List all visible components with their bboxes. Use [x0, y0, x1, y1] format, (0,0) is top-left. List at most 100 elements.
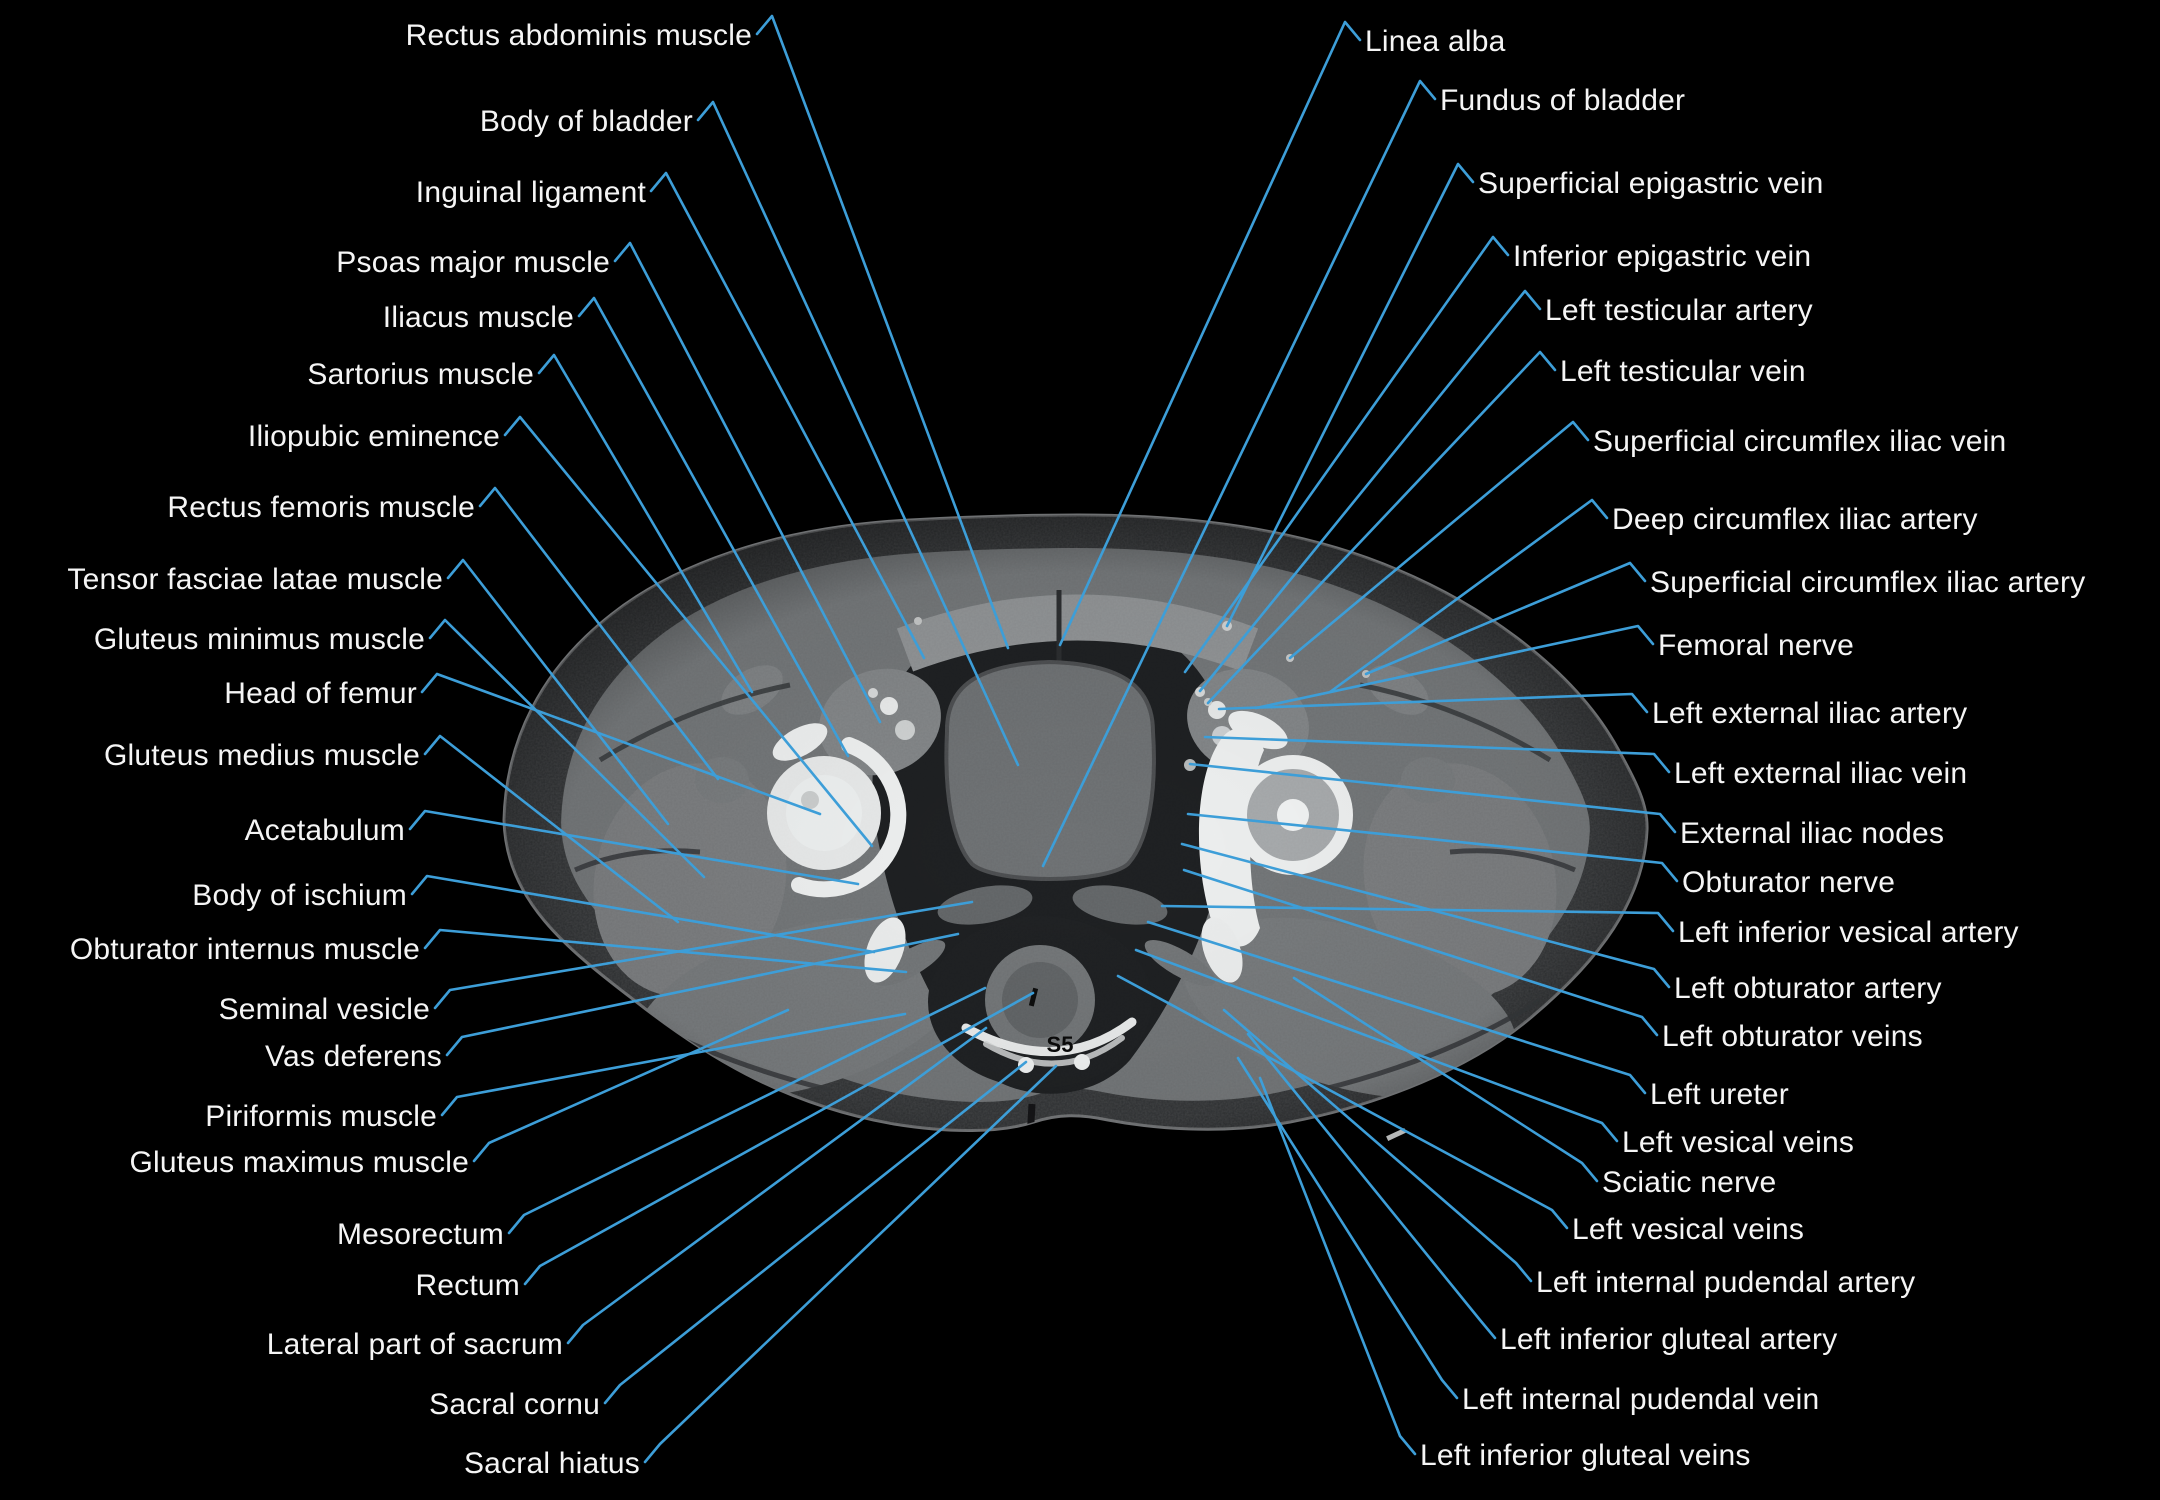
anatomy-label-right-23: Left internal pudendal vein — [1462, 1383, 1820, 1416]
anatomy-label-left-12: Acetabulum — [244, 814, 405, 847]
anatomy-label-right-0: Linea alba — [1365, 25, 1506, 58]
anatomy-label-right-4: Left testicular artery — [1545, 294, 1813, 327]
leader-line-left-19 — [507, 986, 987, 1235]
anatomy-label-right-19: Sciatic nerve — [1602, 1166, 1777, 1199]
leader-line-left-15 — [433, 900, 974, 1010]
leader-line-left-12 — [408, 809, 860, 886]
anatomy-label-left-5: Sartorius muscle — [307, 358, 534, 391]
leader-line-right-7 — [1328, 498, 1609, 694]
anatomy-label-left-18: Gluteus maximus muscle — [129, 1146, 469, 1179]
leader-line-right-18 — [1134, 948, 1619, 1143]
leader-line-left-21 — [566, 1026, 988, 1345]
anatomy-label-left-10: Head of femur — [224, 677, 417, 710]
anatomy-label-right-20: Left vesical veins — [1572, 1213, 1805, 1246]
anatomy-label-left-1: Body of bladder — [479, 105, 693, 138]
anatomy-label-right-7: Deep circumflex iliac artery — [1612, 503, 1978, 536]
leader-line-right-16 — [1182, 868, 1659, 1037]
leader-line-left-13 — [410, 874, 876, 954]
leader-line-left-5 — [537, 353, 754, 694]
anatomy-label-left-7: Rectus femoris muscle — [167, 491, 475, 524]
anatomy-label-left-2: Inguinal ligament — [415, 176, 646, 209]
leader-line-left-18 — [472, 1008, 790, 1163]
anatomy-label-right-13: Obturator nerve — [1682, 866, 1896, 899]
anatomy-label-left-19: Mesorectum — [336, 1218, 504, 1251]
leader-line-left-6 — [503, 415, 874, 848]
leader-line-right-15 — [1180, 842, 1671, 989]
anatomy-label-left-14: Obturator internus muscle — [69, 933, 420, 966]
leader-line-right-19 — [1292, 976, 1599, 1183]
leader-line-left-17 — [440, 1012, 907, 1117]
leader-line-right-14 — [1160, 904, 1675, 933]
anatomy-label-left-22: Sacral cornu — [429, 1388, 600, 1421]
leader-line-right-23 — [1236, 1056, 1459, 1400]
anatomy-label-left-3: Psoas major muscle — [336, 246, 610, 279]
leader-line-left-20 — [523, 991, 1035, 1286]
leader-lines — [408, 14, 1679, 1464]
anatomy-label-right-10: Left external iliac artery — [1652, 697, 1968, 730]
leader-line-right-12 — [1188, 762, 1677, 834]
leader-line-left-22 — [603, 1060, 1028, 1405]
leader-line-right-9 — [1254, 624, 1655, 710]
leader-line-right-3 — [1183, 235, 1510, 674]
leader-line-right-0 — [1058, 20, 1362, 647]
leader-line-right-2 — [1225, 162, 1475, 628]
leader-line-right-5 — [1206, 350, 1557, 705]
anatomy-label-right-12: External iliac nodes — [1680, 817, 1945, 850]
anatomy-label-left-8: Tensor fasciae latae muscle — [67, 563, 443, 596]
anatomy-label-right-14: Left inferior vesical artery — [1678, 916, 2019, 949]
leader-line-left-7 — [478, 486, 720, 781]
anatomy-label-left-11: Gluteus medius muscle — [104, 739, 420, 772]
anatomy-label-right-21: Left internal pudendal artery — [1536, 1266, 1916, 1299]
anatomy-label-right-17: Left ureter — [1650, 1078, 1789, 1111]
leader-line-right-6 — [1288, 420, 1590, 660]
leader-line-left-0 — [755, 14, 1010, 650]
anatomy-label-right-15: Left obturator artery — [1674, 972, 1942, 1005]
anatomy-label-left-13: Body of ischium — [192, 879, 407, 912]
anatomy-label-right-9: Femoral nerve — [1658, 629, 1855, 662]
anatomy-label-right-16: Left obturator veins — [1662, 1020, 1923, 1053]
leader-line-left-10 — [420, 672, 822, 816]
anatomy-label-right-3: Inferior epigastric vein — [1513, 240, 1812, 273]
leader-line-left-9 — [428, 618, 706, 879]
anatomy-label-right-1: Fundus of bladder — [1440, 84, 1686, 117]
anatomy-label-left-16: Vas deferens — [265, 1040, 442, 1073]
leader-line-left-8 — [446, 558, 670, 826]
anatomy-label-left-9: Gluteus minimus muscle — [93, 623, 425, 656]
leader-line-left-1 — [696, 100, 1020, 767]
anatomy-label-right-5: Left testicular vein — [1560, 355, 1806, 388]
anatomy-label-left-0: Rectus abdominis muscle — [405, 19, 752, 52]
leader-line-right-22 — [1246, 1032, 1497, 1340]
leader-line-right-11 — [1203, 735, 1671, 774]
anatomy-label-right-8: Superficial circumflex iliac artery — [1650, 566, 2086, 599]
leader-line-right-13 — [1186, 812, 1679, 883]
leader-line-right-4 — [1198, 289, 1542, 693]
image-artifact — [1386, 1127, 1407, 1141]
leader-line-left-11 — [423, 734, 680, 924]
leader-line-right-1 — [1041, 79, 1437, 868]
leader-line-right-17 — [1146, 920, 1647, 1095]
anatomy-label-right-18: Left vesical veins — [1622, 1126, 1855, 1159]
anatomy-label-left-20: Rectum — [415, 1269, 520, 1302]
anatomy-label-left-4: Iliacus muscle — [382, 301, 574, 334]
leader-line-right-21 — [1222, 1008, 1533, 1283]
leader-line-left-16 — [445, 932, 960, 1057]
anatomy-label-right-6: Superficial circumflex iliac vein — [1593, 425, 2007, 458]
anatomy-label-left-17: Piriformis muscle — [205, 1100, 437, 1133]
anatomy-label-right-24: Left inferior gluteal veins — [1420, 1439, 1751, 1472]
anatomy-label-left-23: Sacral hiatus — [463, 1447, 640, 1480]
anatomy-label-left-6: Iliopubic eminence — [247, 420, 500, 453]
leader-line-left-23 — [643, 1064, 1058, 1464]
anatomy-label-right-2: Superficial epigastric vein — [1478, 167, 1824, 200]
anatomy-label-right-11: Left external iliac vein — [1674, 757, 1968, 790]
leader-line-right-8 — [1364, 561, 1647, 676]
anatomy-label-left-15: Seminal vesicle — [218, 993, 430, 1026]
anatomy-label-right-22: Left inferior gluteal artery — [1500, 1323, 1838, 1356]
leader-line-left-14 — [423, 928, 908, 974]
s5-marker: S5 — [1047, 1032, 1074, 1057]
leader-line-left-2 — [649, 171, 926, 660]
anatomy-label-left-21: Lateral part of sacrum — [266, 1328, 563, 1361]
leader-line-left-4 — [577, 296, 850, 758]
leader-line-right-24 — [1258, 1076, 1417, 1456]
